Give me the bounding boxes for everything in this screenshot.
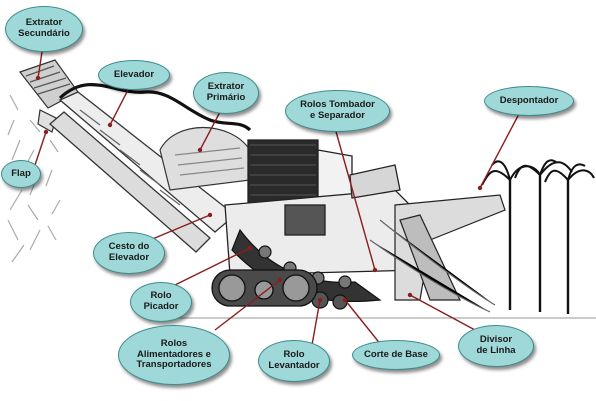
leader-despontador: [479, 111, 521, 189]
label-rolo-picador: Rolo Picador: [130, 282, 192, 322]
leader-extrator-primario: [199, 111, 221, 151]
label-rolos-alimentadores-transportadores: Rolos Alimentadores e Transportadores: [118, 325, 230, 385]
sugarcane-plants: [481, 159, 595, 314]
primary-extractor-dome: [159, 126, 251, 191]
leader-dot: [407, 292, 413, 298]
leader-dot: [247, 245, 253, 251]
label-divisor-de-linha: Divisor de Linha: [458, 325, 534, 367]
leader-dot: [35, 75, 41, 81]
leader-divisor-de-linha: [409, 294, 476, 331]
label-extrator-secundario: Extrator Secundário: [5, 6, 83, 52]
leader-cesto-elevador: [149, 214, 211, 241]
leader-dot: [207, 212, 213, 218]
leader-dot: [317, 297, 323, 303]
label-flap: Flap: [1, 160, 41, 188]
leader-elevador: [109, 85, 131, 126]
label-corte-de-base: Corte de Base: [352, 340, 440, 370]
leader-dot: [197, 147, 203, 153]
leader-extrator-secundario: [37, 51, 43, 79]
leader-rolo-picador: [174, 247, 251, 286]
leader-flap: [33, 131, 47, 169]
label-elevador: Elevador: [98, 60, 170, 90]
label-cesto-do-elevador: Cesto do Elevador: [93, 232, 165, 274]
label-rolos-tombador-separador: Rolos Tombador e Separador: [285, 90, 390, 132]
leader-lines: [33, 51, 521, 347]
label-rolo-levantador: Rolo Levantador: [258, 340, 330, 382]
label-despontador: Despontador: [484, 86, 574, 116]
leader-dot: [477, 185, 483, 191]
leader-dot: [372, 267, 378, 273]
leader-dot: [277, 277, 283, 283]
crawler-track: [211, 269, 318, 307]
leader-dot: [107, 122, 113, 128]
leader-dot: [43, 129, 49, 135]
leader-dot: [342, 297, 348, 303]
crop-divider: [369, 194, 506, 313]
leader-rolos-alimentadores: [214, 279, 281, 331]
engine-body: [224, 164, 421, 276]
hydraulic-hose: [58, 82, 252, 132]
label-extrator-primario: Extrator Primário: [193, 72, 259, 114]
leader-rolos-tombador: [334, 127, 376, 271]
leader-rolo-levantador: [311, 299, 321, 346]
leader-corte-de-base: [344, 299, 383, 347]
